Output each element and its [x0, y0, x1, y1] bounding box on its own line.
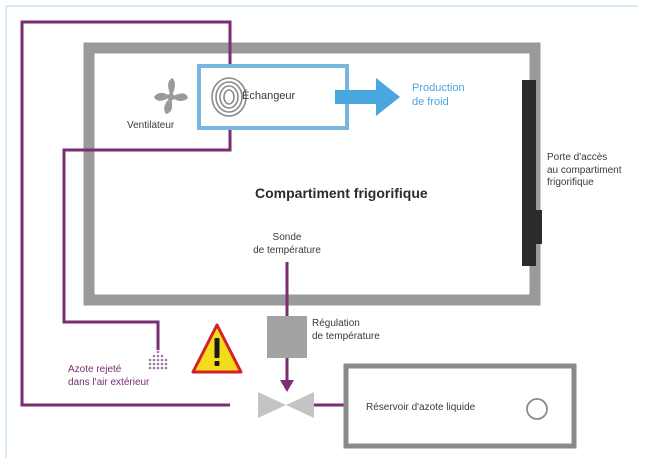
nitrogen-released-label: Azote rejeté dans l'air extérieur	[68, 364, 150, 388]
vent-dot	[152, 354, 156, 358]
temperature-probe-label: Sonde de température	[253, 232, 321, 256]
exchanger-label: Échangeur	[242, 90, 296, 102]
coil-icon	[211, 77, 247, 117]
cold-production-label: Production de froid	[412, 82, 465, 108]
valve-icon	[258, 392, 314, 418]
vent-dot	[152, 366, 156, 370]
vent-dot	[164, 362, 168, 366]
nitrogen-pipe	[20, 20, 232, 407]
signal-arrowhead	[280, 380, 294, 392]
vent-dot	[152, 362, 156, 366]
vent-dot	[152, 358, 156, 362]
fan-icon	[154, 78, 188, 114]
compartment-label: Compartiment frigorifique	[255, 185, 428, 201]
vent-dot	[156, 354, 160, 358]
vent-grid-icon	[148, 350, 168, 370]
vent-dot	[148, 362, 152, 366]
regulation-box	[267, 316, 307, 358]
tank-gauge-icon	[526, 398, 548, 420]
access-door	[522, 80, 542, 266]
vent-dot	[160, 366, 164, 370]
cold-production-arrow	[335, 78, 400, 116]
vent-dot	[164, 358, 168, 362]
temperature-regulation-label: Régulation de température	[312, 318, 380, 342]
access-door-label: Porte d'accès au compartiment frigorifiq…	[547, 152, 622, 188]
vent-dot	[156, 350, 160, 354]
warning-icon	[191, 323, 243, 374]
vent-dot	[156, 358, 160, 362]
vent-dot	[160, 358, 164, 362]
vent-dot	[156, 362, 160, 366]
vent-dot	[160, 354, 164, 358]
vent-dot	[156, 366, 160, 370]
liquid-nitrogen-tank	[343, 363, 577, 449]
fan-label: Ventilateur	[127, 120, 175, 131]
vent-dot	[148, 366, 152, 370]
vent-dot	[160, 362, 164, 366]
liquid-nitrogen-tank-label: Réservoir d'azote liquide	[366, 402, 476, 413]
vent-dot	[148, 358, 152, 362]
vent-dot	[164, 366, 168, 370]
